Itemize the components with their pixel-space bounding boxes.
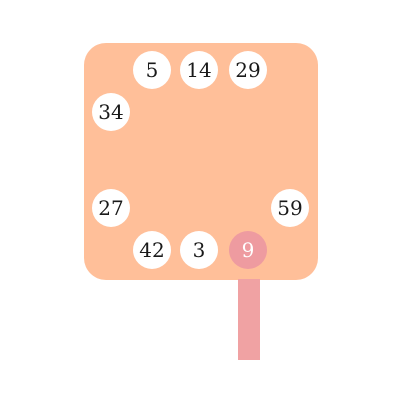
number-chip-bottom-1[interactable]: 42 [133, 231, 171, 269]
board-stick [238, 279, 260, 360]
number-chip-left-lower[interactable]: 27 [92, 189, 130, 227]
number-chip-right-lower[interactable]: 59 [271, 189, 309, 227]
number-chip-bottom-3-selected[interactable]: 9 [229, 231, 267, 269]
number-chip-left-upper[interactable]: 34 [92, 93, 130, 131]
number-chip-bottom-2[interactable]: 3 [180, 231, 218, 269]
number-chip-top-2[interactable]: 14 [180, 51, 218, 89]
number-chip-top-1[interactable]: 5 [133, 51, 171, 89]
number-chip-top-3[interactable]: 29 [229, 51, 267, 89]
